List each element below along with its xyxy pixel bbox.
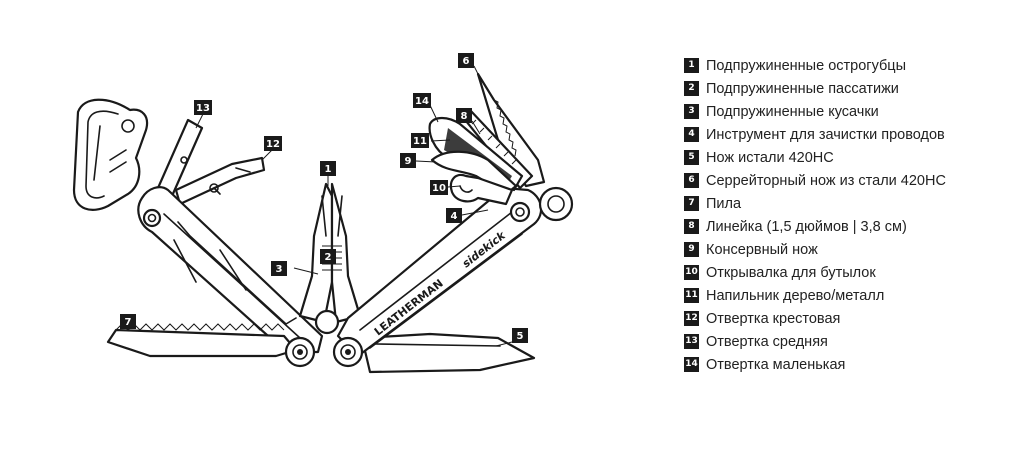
tag-1: 1 bbox=[320, 161, 336, 176]
legend-number: 14 bbox=[684, 357, 699, 372]
right-handle: LEATHERMAN sidekick bbox=[336, 186, 543, 358]
tag-4: 4 bbox=[446, 208, 462, 223]
svg-text:8: 8 bbox=[461, 111, 468, 122]
legend-number: 12 bbox=[684, 311, 699, 326]
carabiner bbox=[72, 98, 149, 211]
legend-label: Подпружиненные острогубцы bbox=[706, 57, 907, 74]
left-handle bbox=[137, 186, 324, 354]
legend-item: 8 Линейка (1,5 дюймов | 3,8 см) bbox=[684, 215, 1014, 238]
svg-text:12: 12 bbox=[266, 139, 280, 150]
legend-label: Консервный нож bbox=[706, 241, 818, 258]
legend-number: 9 bbox=[684, 242, 699, 257]
legend-label: Подпружиненные пассатижи bbox=[706, 80, 899, 97]
multitool-diagram: LEATHERMAN sidekick bbox=[72, 53, 574, 374]
legend-item: 2 Подпружиненные пассатижи bbox=[684, 77, 1014, 100]
svg-text:10: 10 bbox=[432, 183, 446, 194]
svg-text:11: 11 bbox=[413, 136, 427, 147]
legend-number: 5 bbox=[684, 150, 699, 165]
legend-item: 12 Отвертка крестовая bbox=[684, 307, 1014, 330]
pivot-right bbox=[332, 336, 364, 368]
tag-14: 14 bbox=[413, 93, 431, 108]
bottle-opener bbox=[449, 173, 514, 206]
legend-label: Нож истали 420НС bbox=[706, 149, 834, 166]
tag-5: 5 bbox=[512, 328, 528, 343]
legend-label: Отвертка маленькая bbox=[706, 356, 846, 373]
tag-3: 3 bbox=[271, 261, 287, 276]
legend-number: 8 bbox=[684, 219, 699, 234]
tag-12: 12 bbox=[264, 136, 282, 151]
svg-text:2: 2 bbox=[325, 252, 332, 263]
tag-10: 10 bbox=[430, 180, 448, 195]
legend-label: Пила bbox=[706, 195, 742, 212]
lanyard-ring bbox=[538, 186, 574, 222]
legend-label: Линейка (1,5 дюймов | 3,8 см) bbox=[706, 218, 907, 235]
svg-text:14: 14 bbox=[415, 96, 429, 107]
legend-number: 7 bbox=[684, 196, 699, 211]
svg-text:1: 1 bbox=[325, 164, 332, 175]
tag-6: 6 bbox=[458, 53, 474, 68]
straight-knife-blade bbox=[360, 332, 536, 374]
svg-text:5: 5 bbox=[517, 331, 524, 342]
tag-2: 2 bbox=[320, 249, 336, 264]
legend-number: 11 bbox=[684, 288, 699, 303]
tag-9: 9 bbox=[400, 153, 416, 168]
legend-number: 3 bbox=[684, 104, 699, 119]
tag-8: 8 bbox=[456, 108, 472, 123]
legend-label: Инструмент для зачистки проводов bbox=[706, 126, 945, 143]
legend-label: Отвертка средняя bbox=[706, 333, 828, 350]
legend-item: 5 Нож истали 420НС bbox=[684, 146, 1014, 169]
legend-label: Отвертка крестовая bbox=[706, 310, 841, 327]
svg-text:4: 4 bbox=[451, 211, 458, 222]
callout-leaders bbox=[195, 65, 513, 347]
legend-number: 2 bbox=[684, 81, 699, 96]
svg-text:13: 13 bbox=[196, 103, 210, 114]
legend-item: 3 Подпружиненные кусачки bbox=[684, 100, 1014, 123]
legend-label: Открывалка для бутылок bbox=[706, 264, 876, 281]
pivot-left bbox=[284, 336, 316, 368]
legend-item: 13 Отвертка средняя bbox=[684, 330, 1014, 353]
legend-item: 1 Подпружиненные острогубцы bbox=[684, 54, 1014, 77]
legend-label: Серрейторный нож из стали 420НС bbox=[706, 172, 946, 189]
legend-item: 6 Серрейторный нож из стали 420НС bbox=[684, 169, 1014, 192]
legend-number: 6 bbox=[684, 173, 699, 188]
tag-13: 13 bbox=[194, 100, 212, 115]
svg-text:9: 9 bbox=[405, 156, 412, 167]
legend-label: Напильник дерево/металл bbox=[706, 287, 885, 304]
legend-number: 4 bbox=[684, 127, 699, 142]
tag-11: 11 bbox=[411, 133, 429, 148]
legend-number: 1 bbox=[684, 58, 699, 73]
svg-text:6: 6 bbox=[463, 56, 470, 67]
legend-number: 13 bbox=[684, 334, 699, 349]
phillips-screwdriver-blade bbox=[174, 156, 266, 206]
svg-text:7: 7 bbox=[125, 317, 132, 328]
tag-7: 7 bbox=[120, 314, 136, 329]
legend-label: Подпружиненные кусачки bbox=[706, 103, 879, 120]
legend-item: 7 Пила bbox=[684, 192, 1014, 215]
legend-item: 14 Отвертка маленькая bbox=[684, 353, 1014, 376]
legend-number: 10 bbox=[684, 265, 699, 280]
svg-text:3: 3 bbox=[276, 264, 283, 275]
pliers-jaws bbox=[298, 182, 362, 335]
legend-item: 11 Напильник дерево/металл bbox=[684, 284, 1014, 307]
legend-item: 9 Консервный нож bbox=[684, 238, 1014, 261]
legend-item: 4 Инструмент для зачистки проводов bbox=[684, 123, 1014, 146]
legend-item: 10 Открывалка для бутылок bbox=[684, 261, 1014, 284]
